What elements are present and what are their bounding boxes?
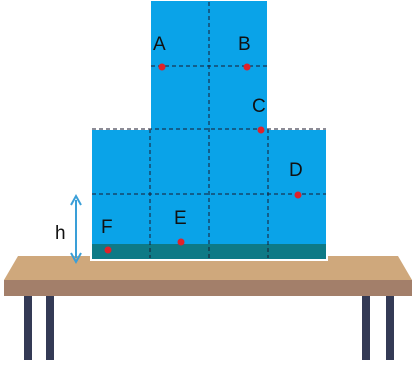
point-e-dot <box>177 238 185 246</box>
table-top <box>4 256 412 280</box>
point-c: C <box>252 96 266 134</box>
point-c-dot <box>257 126 265 134</box>
height-arrow <box>70 193 82 265</box>
grid-lines <box>92 2 326 258</box>
point-d-dot <box>294 191 302 199</box>
table-edge <box>4 280 412 296</box>
table-leg-left-inner <box>46 292 54 360</box>
point-f: F <box>101 217 113 254</box>
point-e-label: E <box>174 208 187 229</box>
water-container <box>90 0 328 261</box>
point-a-dot <box>158 63 166 71</box>
height-label: h <box>55 223 66 244</box>
point-d-label: D <box>289 160 303 181</box>
point-f-dot <box>104 246 112 254</box>
point-b-dot <box>243 63 251 71</box>
table <box>4 256 412 296</box>
point-f-label: F <box>101 217 113 238</box>
table-leg-right-outer <box>386 292 394 360</box>
point-c-label: C <box>252 96 266 117</box>
table-legs <box>24 292 394 360</box>
height-arrow-head-bottom <box>70 252 82 265</box>
point-e: E <box>174 208 187 246</box>
table-leg-left-outer <box>24 292 32 360</box>
table-leg-right-inner <box>362 292 370 360</box>
point-a-label: A <box>153 34 166 55</box>
point-b-label: B <box>238 34 251 55</box>
height-arrow-head-top <box>70 193 82 206</box>
point-b: B <box>238 34 251 71</box>
point-a: A <box>153 34 166 71</box>
point-d: D <box>289 160 303 199</box>
